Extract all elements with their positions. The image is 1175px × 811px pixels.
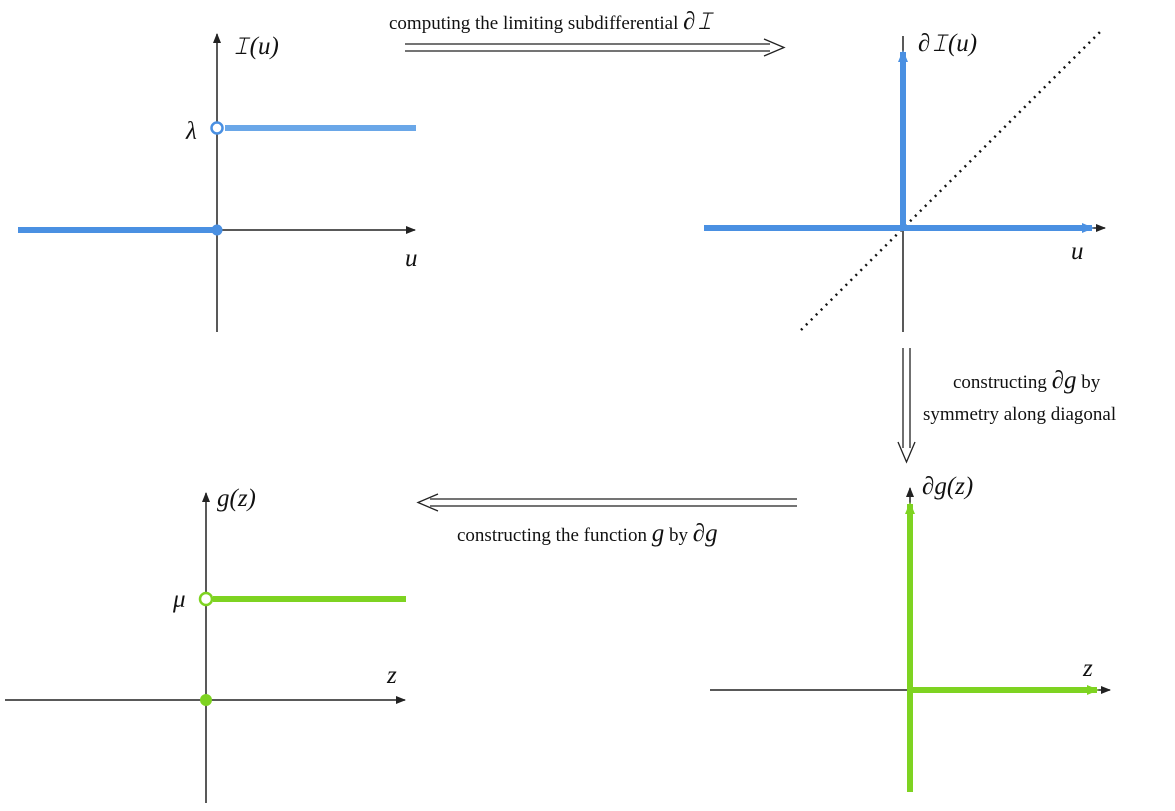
arrow-right-line1-symbol: ∂g	[1052, 367, 1077, 394]
top-left-open-point	[210, 121, 224, 135]
arrow-right-caption-line1: constructing ∂g by	[953, 367, 1101, 394]
bottom-right-x-label: z	[1082, 655, 1093, 682]
top-left-x-label: u	[405, 245, 418, 272]
arrow-right: constructing ∂g by symmetry along diagon…	[897, 348, 1116, 464]
panel-top-left: 𝙸(u) u λ	[18, 33, 418, 332]
panel-bottom-right: ∂g(z) z	[710, 473, 1111, 792]
bottom-left-open-point	[198, 591, 214, 607]
panel-bottom-left: g(z) z μ	[5, 485, 406, 803]
arrow-bottom-caption-symbol: g	[652, 520, 665, 547]
top-left-closed-point	[211, 224, 223, 236]
arrow-right-caption-line2: symmetry along diagonal	[923, 404, 1116, 425]
top-left-level-label: λ	[185, 118, 197, 145]
arrow-top-caption: computing the limiting subdifferential ∂…	[389, 8, 714, 35]
bottom-right-y-label: ∂g(z)	[922, 473, 973, 500]
bottom-left-closed-point	[200, 694, 212, 706]
arrow-right-line1-text: constructing	[953, 372, 1052, 393]
panel-top-right: ∂𝙸(u) u	[704, 29, 1106, 332]
arrow-bottom-head	[416, 493, 439, 512]
arrow-bottom-caption-symbol2: ∂g	[693, 520, 718, 547]
arrow-bottom-caption-mid: by	[664, 525, 693, 546]
arrow-bottom-caption-text: constructing the function	[457, 525, 652, 546]
arrow-bottom: constructing the function g by ∂g	[416, 493, 797, 547]
top-right-x-label: u	[1071, 238, 1084, 265]
arrow-bottom-caption: constructing the function g by ∂g	[457, 520, 718, 547]
arrow-top-caption-text: computing the limiting subdifferential	[389, 13, 683, 34]
arrow-top: computing the limiting subdifferential ∂…	[389, 8, 786, 57]
top-right-diagonal	[800, 29, 1103, 331]
top-right-y-label: ∂𝙸(u)	[918, 30, 977, 57]
arrow-top-head	[763, 38, 786, 57]
arrow-top-caption-symbol: ∂𝙸	[683, 8, 714, 35]
arrow-right-head	[897, 441, 916, 464]
arrow-right-line1-tail: by	[1077, 372, 1101, 393]
bottom-left-level-label: μ	[172, 586, 186, 613]
bottom-left-y-label: g(z)	[217, 485, 256, 512]
bottom-left-x-label: z	[386, 662, 397, 689]
top-left-y-label: 𝙸(u)	[232, 33, 279, 60]
